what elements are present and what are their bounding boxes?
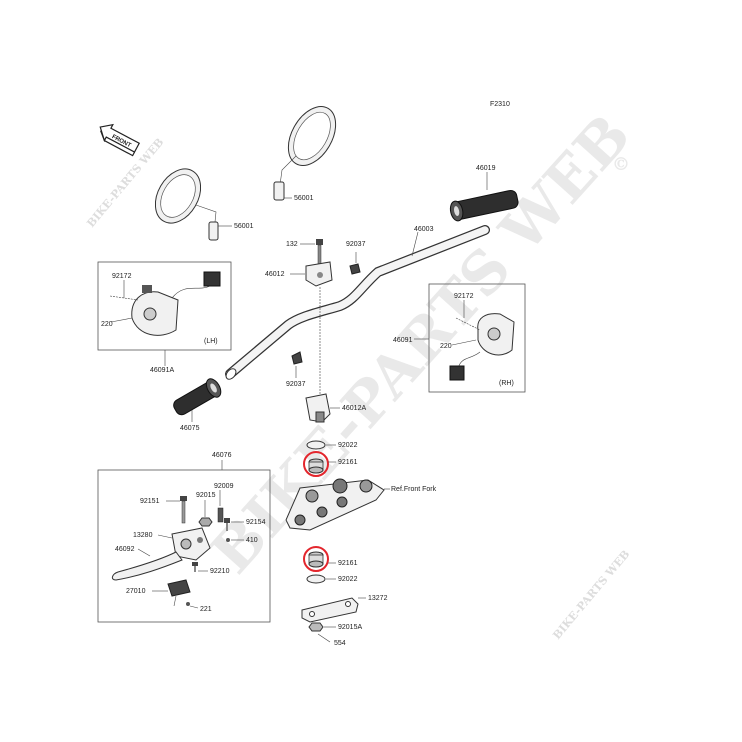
figure-code: F2310 xyxy=(490,101,510,108)
watermark-small-left: BIKE-PARTS WEB xyxy=(84,136,166,230)
label-bolt-132: 132 xyxy=(286,241,298,248)
label-switch-lh-220: 220 xyxy=(101,321,113,328)
label-holder: 13280 xyxy=(133,532,153,539)
label-washer-upper: 92022 xyxy=(338,442,358,449)
watermark-small-right: BIKE-PARTS WEB xyxy=(550,548,632,642)
grip-right xyxy=(449,189,519,222)
label-switch-rh-part: 46091 xyxy=(393,337,413,344)
nut-92015 xyxy=(198,517,213,527)
highlight-ring-lower xyxy=(303,546,329,572)
bolt-132 xyxy=(316,239,323,266)
label-switch-rh-screw: 92172 xyxy=(454,293,474,300)
switch-27010 xyxy=(167,579,191,607)
label-grip-left: 46075 xyxy=(180,425,200,432)
screw-92154 xyxy=(224,518,230,531)
clip-bottom xyxy=(291,351,303,365)
clip-top xyxy=(349,263,361,275)
lever-46092 xyxy=(111,551,183,581)
copyright-mark: © xyxy=(612,154,630,175)
switch-lh xyxy=(131,271,221,336)
lever-assembly-box xyxy=(97,469,271,623)
label-handlebar: 46003 xyxy=(414,226,434,233)
label-switch-rh-220: 220 xyxy=(440,343,452,350)
label-switch-rh-side: (RH) xyxy=(499,380,514,387)
grip-left xyxy=(173,378,222,416)
plate-13272 xyxy=(301,597,359,623)
rh-switch-box xyxy=(428,283,526,393)
label-switch-27010: 27010 xyxy=(126,588,146,595)
label-clamp-lower: 46012A xyxy=(342,405,366,412)
label-bushing-lower: 92161 xyxy=(338,560,358,567)
switch-rh xyxy=(449,313,515,381)
label-clip-top: 92037 xyxy=(346,241,366,248)
lh-switch-box xyxy=(97,261,232,351)
label-nut: 92015A xyxy=(338,624,362,631)
label-grip-right: 46019 xyxy=(476,165,496,172)
label-lever: 46092 xyxy=(115,546,135,553)
label-clip-bottom: 92037 xyxy=(286,381,306,388)
bushing-lower xyxy=(308,551,324,568)
label-lever-assy: 46076 xyxy=(212,452,232,459)
label-mirror-left: 56001 xyxy=(234,223,254,230)
clamp-lower xyxy=(305,393,331,423)
washer-lower xyxy=(306,574,326,584)
handlebar xyxy=(225,225,490,380)
screw-92210 xyxy=(192,562,198,572)
label-switch-lh-part: 46091A xyxy=(150,367,174,374)
highlight-ring-upper xyxy=(303,451,329,477)
label-screw-92210: 92210 xyxy=(210,568,230,575)
washer-upper xyxy=(306,440,326,450)
label-bolt-92151: 92151 xyxy=(140,498,160,505)
label-ref-front-fork: Ref.Front Fork xyxy=(391,486,437,493)
label-switch-lh-screw: 92172 xyxy=(112,273,132,280)
part-410 xyxy=(226,538,230,542)
screw-92009 xyxy=(217,507,224,523)
label-part-221: 221 xyxy=(200,606,212,613)
label-part-410: 410 xyxy=(246,537,258,544)
nut-92015a xyxy=(308,622,324,632)
label-screw-92154: 92154 xyxy=(246,519,266,526)
bushing-upper xyxy=(308,458,324,474)
mirror-left xyxy=(154,168,219,241)
label-plate: 13272 xyxy=(368,595,388,602)
mirror-right xyxy=(273,106,337,201)
bolt-92151 xyxy=(180,496,187,524)
triple-clamp xyxy=(285,478,385,531)
label-clamp-upper: 46012 xyxy=(265,271,285,278)
label-bushing-upper: 92161 xyxy=(338,459,358,466)
label-nut-554: 554 xyxy=(334,640,346,647)
label-nut-92015: 92015 xyxy=(196,492,216,499)
label-switch-lh-side: (LH) xyxy=(204,338,218,345)
part-221 xyxy=(186,602,190,606)
clamp-upper xyxy=(305,261,333,287)
label-washer-lower: 92022 xyxy=(338,576,358,583)
label-screw-92009: 92009 xyxy=(214,483,234,490)
label-mirror-right: 56001 xyxy=(294,195,314,202)
front-arrow-icon: FRONT xyxy=(99,123,141,157)
